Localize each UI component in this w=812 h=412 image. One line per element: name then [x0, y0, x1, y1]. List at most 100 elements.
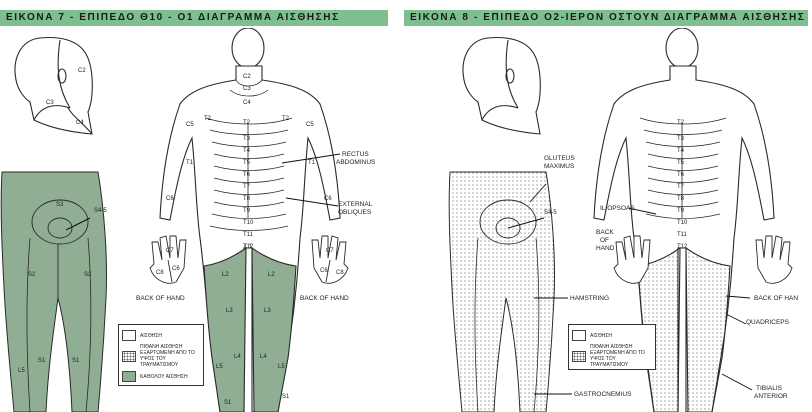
leg-label-l1: L1 [245, 244, 252, 250]
back-label-s2-right: S2 [84, 272, 92, 278]
thoracic-label-t11: T11 [243, 232, 254, 238]
annotation-s4-5-right: S4-5 [544, 210, 557, 216]
back-of-hand-right-figure [312, 236, 348, 283]
arm-label-t2-right: T2 [282, 116, 290, 122]
figure-8-title: ΕΙΚΟΝΑ 8 - ΕΠΙΠΕΔΟ Ο2-ΙΕΡΟΝ ΟΣΤΟΥΝ ΔΙΑΓΡ… [404, 10, 808, 26]
thoracic-label-t10: T10 [677, 220, 688, 226]
annotation-back-of-hand-right-fig8: BACK OF HAN [754, 295, 798, 302]
legend-text-sensation: ΑΙΣΘΗΣΗ [140, 333, 162, 339]
thoracic-label-t3: T3 [677, 136, 685, 142]
hand-label-c7-right: C7 [326, 248, 334, 254]
back-label-s1-right: S1 [72, 358, 80, 364]
thoracic-label-t4: T4 [677, 148, 685, 154]
leg-label-l5-right: L5 [278, 364, 285, 370]
front-label-c4: C4 [243, 100, 251, 106]
front-label-c2: C2 [243, 74, 251, 80]
annotation-hand: HAND [596, 245, 615, 252]
thoracic-label-t8: T8 [243, 196, 251, 202]
hand-label-c7-left: C7 [166, 248, 174, 254]
legend-row-possible-8: ΠΙΘΑΝΗ ΑΙΣΘΗΣΗ ΕΞΑΡΤΩΜΕΝΗ ΑΠΟ ΤΟ ΥΨΟΣ ΤΟ… [572, 344, 652, 368]
hand-label-c8-left: C8 [156, 270, 164, 276]
annotation-back: BACK [596, 229, 614, 236]
thoracic-label-t4: T4 [243, 148, 251, 154]
leg-label-l4-left: L4 [234, 354, 241, 360]
thoracic-label-t2: T2 [243, 120, 251, 126]
head-label-c2: C2 [78, 68, 86, 74]
annotation-iliopsoas: ILIOPSOAS [600, 205, 635, 212]
thoracic-label-t8: T8 [677, 196, 685, 202]
thoracic-label-t7: T7 [243, 184, 251, 190]
head-profile-right [463, 38, 540, 134]
arm-label-c5-right: C5 [306, 122, 314, 128]
annotation-gluteus: GLUTEUS [544, 155, 575, 162]
legend-text-none: ΚΑΘΟΛΟΥ ΑΙΣΘΗΣΗ [140, 374, 188, 380]
legend-row-none: ΚΑΘΟΛΟΥ ΑΙΣΘΗΣΗ [122, 371, 200, 382]
thoracic-label-t5: T5 [243, 160, 251, 166]
back-label-s2-left: S2 [28, 272, 36, 278]
annotation-back-of-hand-right: BACK OF HAND [300, 295, 349, 302]
figure-8-legend: ΑΙΣΘΗΣΗ ΠΙΘΑΝΗ ΑΙΣΘΗΣΗ ΕΞΑΡΤΩΜΕΝΗ ΑΠΟ ΤΟ… [568, 324, 656, 370]
arm-label-t2-left: T2 [204, 116, 212, 122]
legend-text-possible-8: ΠΙΘΑΝΗ ΑΙΣΘΗΣΗ ΕΞΑΡΤΩΜΕΝΗ ΑΠΟ ΤΟ ΥΨΟΣ ΤΟ… [590, 344, 652, 368]
thoracic-label-t5: T5 [677, 160, 685, 166]
annotation-of: OF [600, 237, 609, 244]
leg-label-l3-left: L3 [226, 308, 233, 314]
hand-label-c8-right: C8 [336, 270, 344, 276]
annotation-rectus: RECTUS [342, 151, 369, 158]
back-view-body-right [449, 172, 572, 412]
legend-row-sensation: ΑΙΣΘΗΣΗ [122, 330, 200, 341]
annotation-back-of-hand-left: BACK OF HAND [136, 295, 185, 302]
back-label-l5: L5 [18, 368, 25, 374]
figure-8-panel: ΕΙΚΟΝΑ 8 - ΕΠΙΠΕΔΟ Ο2-ΙΕΡΟΝ ΟΣΤΟΥΝ ΔΙΑΓΡ… [404, 0, 812, 412]
thoracic-label-t11: T11 [677, 232, 688, 238]
leg-label-l2-left: L2 [222, 272, 229, 278]
legend-text-possible: ΠΙΘΑΝΗ ΑΙΣΘΗΣΗ ΕΞΑΡΤΩΜΕΝΗ ΑΠΟ ΤΟ ΥΨΟΣ ΤΟ… [140, 344, 200, 368]
figure-7-panel: ΕΙΚΟΝΑ 7 - ΕΠΙΠΕΔΟ Θ10 - Ο1 ΔΙΑΓΡΑΜΜΑ ΑΙ… [0, 0, 400, 412]
thoracic-label-t12: T12 [677, 244, 688, 250]
annotation-anterior: ANTERIOR [754, 393, 788, 400]
arm-label-c5-left: C5 [186, 122, 194, 128]
legend-text-sensation-8: ΑΙΣΘΗΣΗ [590, 333, 612, 339]
thoracic-label-t6: T6 [677, 172, 685, 178]
leg-label-s1-right: S1 [282, 394, 290, 400]
arm-label-c6-right: C6 [324, 196, 332, 202]
annotation-abdominus: ABDOMINUS [336, 159, 376, 166]
annotation-tibialis: TIBIALIS [756, 385, 783, 392]
back-label-s4-5: S4-5 [94, 208, 107, 214]
thoracic-label-t3: T3 [243, 136, 251, 142]
back-view-body [1, 172, 106, 412]
hand-label-c6-right: C6 [320, 268, 328, 274]
figure-7-legend: ΑΙΣΘΗΣΗ ΠΙΘΑΝΗ ΑΙΣΘΗΣΗ ΕΞΑΡΤΩΜΕΝΗ ΑΠΟ ΤΟ… [118, 324, 204, 386]
legend-row-sensation-8: ΑΙΣΘΗΣΗ [572, 330, 652, 341]
head-label-c4: C4 [76, 120, 84, 126]
head-label-c3: C3 [46, 100, 54, 106]
arm-label-c6-left: C6 [166, 196, 174, 202]
figure-7-title: ΕΙΚΟΝΑ 7 - ΕΠΙΠΕΔΟ Θ10 - Ο1 ΔΙΑΓΡΑΜΜΑ ΑΙ… [0, 10, 388, 26]
thoracic-label-t2: T2 [677, 120, 685, 126]
annotation-quadriceps: QUADRICEPS [746, 319, 790, 326]
back-of-hand-left-figure [150, 236, 186, 283]
back-label-s3: S3 [56, 202, 64, 208]
annotation-hamstring: HAMSTRING [570, 295, 609, 302]
annotation-external: EXTERNAL [338, 201, 373, 208]
annotation-gastrocnemius: GASTROCNEMIUS [574, 391, 632, 398]
leg-label-l3-right: L3 [264, 308, 271, 314]
front-label-c3: C3 [243, 86, 251, 92]
leg-label-l5-left: L5 [216, 364, 223, 370]
arm-label-t1-left: T1 [186, 160, 194, 166]
leg-label-l2-right: L2 [268, 272, 275, 278]
leg-label-s1-left: S1 [224, 400, 232, 406]
hand-right-figure-8 [756, 236, 792, 283]
thoracic-label-t9: T9 [243, 208, 251, 214]
hand-label-c6-left: C6 [172, 266, 180, 272]
thoracic-label-t10: T10 [243, 220, 254, 226]
annotation-maximus: MAXIMUS [544, 163, 575, 170]
back-label-s1-left: S1 [38, 358, 46, 364]
legend-row-possible: ΠΙΘΑΝΗ ΑΙΣΘΗΣΗ ΕΞΑΡΤΩΜΕΝΗ ΑΠΟ ΤΟ ΥΨΟΣ ΤΟ… [122, 344, 200, 368]
leg-label-l4-right: L4 [260, 354, 267, 360]
thoracic-label-t9: T9 [677, 208, 685, 214]
thoracic-label-t6: T6 [243, 172, 251, 178]
annotation-obliques: OBLIQUES [338, 209, 372, 216]
thoracic-label-t7: T7 [677, 184, 685, 190]
arm-label-t1-right: T1 [308, 160, 316, 166]
